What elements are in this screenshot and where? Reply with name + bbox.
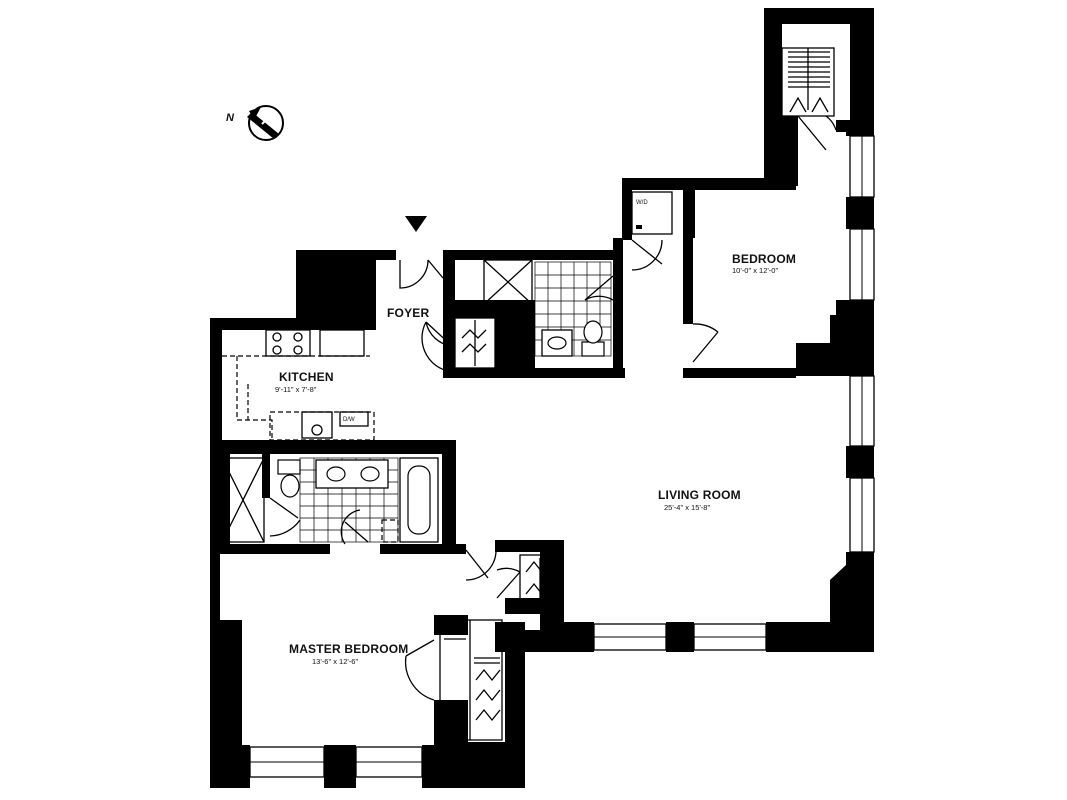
room-bedroom: BEDROOM 10'-0" x 12'-0" (732, 252, 796, 275)
kitchen-fixtures: D/W (222, 329, 375, 441)
closets (439, 47, 835, 741)
room-dims: 13'-6" x 12'-6" (312, 657, 358, 666)
room-name: MASTER BEDROOM (289, 642, 408, 656)
room-name: BEDROOM (732, 252, 796, 266)
room-living: LIVING ROOM 25'-4" x 15'-8" (658, 488, 741, 512)
room-dims: 10'-0" x 12'-0" (732, 266, 778, 275)
dishwasher-label: D/W (343, 417, 355, 423)
room-kitchen: KITCHEN 9'-11" x 7'-8" (275, 370, 334, 394)
room-dims: 25'-4" x 15'-8" (664, 503, 710, 512)
north-label: N (226, 112, 235, 124)
room-name: FOYER (387, 306, 429, 320)
windows (249, 135, 875, 778)
entry-arrow-icon (405, 216, 427, 232)
room-foyer: FOYER (387, 306, 429, 320)
room-dims: 9'-11" x 7'-8" (275, 385, 317, 394)
washer-dryer-label: W/D (636, 200, 648, 206)
master-bathroom (221, 457, 439, 543)
room-name: LIVING ROOM (658, 488, 741, 502)
walls (210, 8, 874, 788)
room-master-bedroom: MASTER BEDROOM 13'-6" x 12'-6" (289, 642, 408, 666)
hall-bathroom (483, 259, 612, 357)
north-compass-icon (247, 105, 284, 141)
room-name: KITCHEN (279, 370, 334, 384)
washer-dryer-closet: W/D (631, 191, 673, 235)
doors (269, 115, 837, 701)
